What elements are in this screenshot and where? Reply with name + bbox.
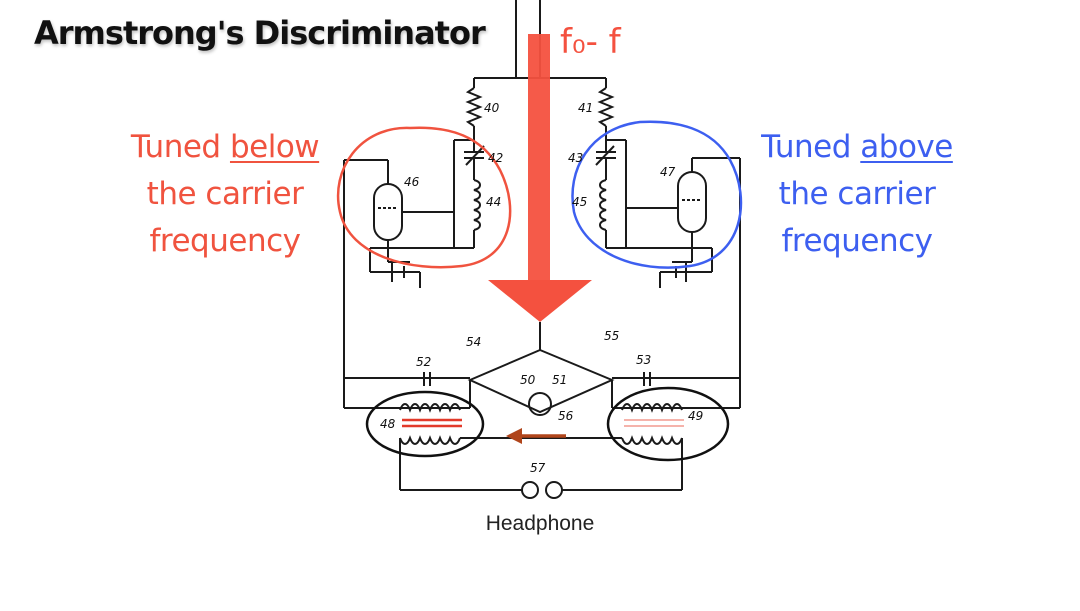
component-number-41: 41	[578, 101, 593, 115]
right-label-prefix: Tuned	[761, 129, 861, 165]
current-direction-arrow	[506, 428, 566, 444]
frequency-difference-label: f₀- f	[560, 22, 621, 62]
component-number-49: 49	[688, 409, 703, 423]
left-label-prefix: Tuned	[130, 129, 230, 165]
left-label-line3: frequency	[149, 223, 301, 259]
transformer-core-right	[624, 419, 684, 427]
component-number-51: 51	[552, 373, 567, 387]
left-label-emphasis: below	[229, 129, 320, 165]
component-number-56: 56	[558, 409, 574, 423]
component-number-40: 40	[484, 101, 500, 115]
transformer-core	[402, 418, 462, 428]
left-label-line2: the carrier	[146, 176, 304, 212]
component-number-54: 54	[466, 335, 481, 349]
diagram-title: Armstrong's Discriminator	[34, 14, 486, 52]
component-numbers: 40 41 42 43 44 45 46 47 48 49 50 51 52 5…	[380, 101, 703, 475]
component-number-50: 50	[520, 373, 536, 387]
component-number-47: 47	[660, 165, 676, 179]
right-label-line1: Tuned above	[752, 124, 962, 171]
component-number-57: 57	[530, 461, 546, 475]
component-number-42: 42	[488, 151, 503, 165]
component-number-45: 45	[572, 195, 587, 209]
right-label-line3: frequency	[781, 223, 933, 259]
component-number-55: 55	[604, 329, 619, 343]
right-tuning-label: Tuned above the carrier frequency	[752, 124, 962, 265]
signal-arrow	[488, 34, 592, 322]
right-label-line2: the carrier	[778, 176, 936, 212]
left-tuning-label: Tuned below the carrier frequency	[120, 124, 330, 265]
right-tuned-circle	[571, 120, 743, 269]
left-label-line1: Tuned below	[120, 124, 330, 171]
right-transformer-circle	[606, 386, 730, 462]
right-label-emphasis: above	[860, 129, 953, 165]
component-number-44: 44	[486, 195, 501, 209]
component-number-48: 48	[380, 417, 396, 431]
headphone-label: Headphone	[485, 512, 595, 535]
component-number-46: 46	[404, 175, 420, 189]
left-tuned-circle	[336, 126, 512, 269]
component-number-53: 53	[636, 353, 651, 367]
component-number-52: 52	[416, 355, 431, 369]
component-number-43: 43	[568, 151, 583, 165]
left-transformer-circle	[365, 390, 485, 458]
